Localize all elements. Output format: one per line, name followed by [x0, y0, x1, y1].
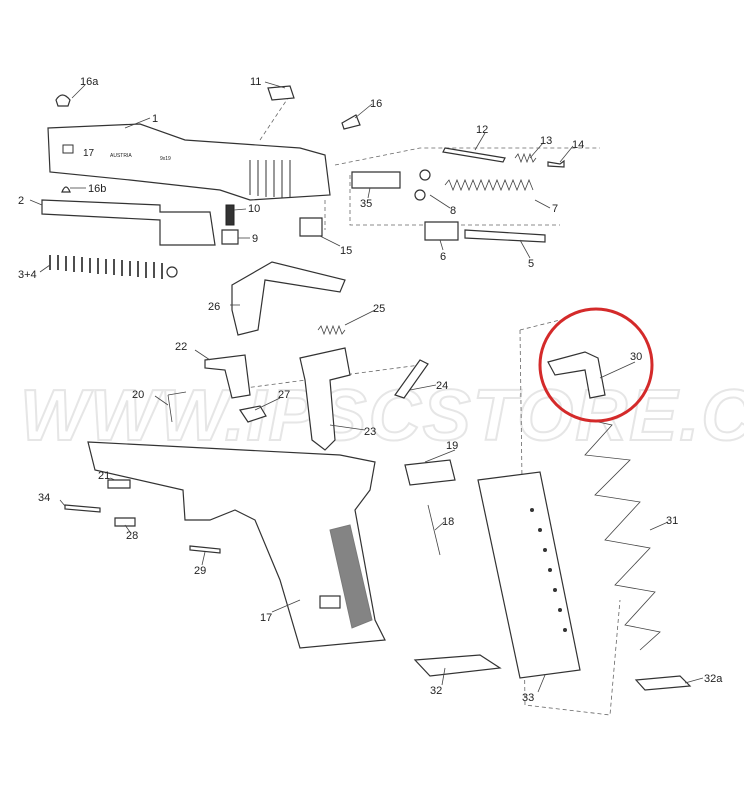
part-30 [547, 351, 606, 399]
part-labels: 16a 11 1 16 12 13 14 16b 10 8 7 35 2 9 1… [18, 76, 723, 704]
label-13: 13 [540, 135, 552, 147]
label-6: 6 [440, 251, 446, 263]
part-9 [221, 229, 239, 245]
part-14 [547, 159, 565, 168]
label-10: 10 [248, 203, 260, 215]
label-1: 1 [152, 113, 158, 125]
part-7 [444, 178, 534, 192]
label-17: 17 [260, 612, 272, 624]
label-20: 20 [132, 389, 144, 401]
part-6 [424, 221, 459, 241]
part-23 [299, 347, 351, 451]
leader-lines [29, 81, 704, 693]
part-25 [317, 324, 346, 336]
part-21 [107, 479, 131, 489]
part-13 [514, 152, 537, 164]
part-16a [55, 94, 71, 107]
part-slide: 17 AUSTRIA 9x19 [47, 123, 331, 201]
label-9: 9 [252, 233, 258, 245]
part-19 [404, 459, 456, 486]
frame-grip-texture [329, 524, 373, 629]
label-3-4: 3+4 [18, 269, 37, 281]
guide-lines [229, 94, 621, 716]
part-18 [427, 504, 441, 556]
part-28 [114, 517, 136, 527]
label-21: 21 [98, 470, 110, 482]
part-32 [413, 654, 502, 677]
part-20 [167, 391, 187, 423]
part-15 [299, 217, 323, 237]
label-32a: 32a [704, 673, 723, 685]
label-7: 7 [552, 203, 558, 215]
part-31-spring [579, 417, 661, 651]
part-16b [61, 186, 71, 193]
label-24: 24 [436, 380, 448, 392]
label-34: 34 [38, 492, 50, 504]
part-10 [225, 204, 235, 226]
slide-caliber-marking: 9x19 [160, 156, 171, 162]
label-11: 11 [250, 76, 261, 88]
watermark: WWW.IPSCSTORE.COM [20, 376, 744, 456]
label-22: 22 [175, 341, 187, 353]
slide-model-marking: 17 [83, 148, 95, 159]
label-19: 19 [446, 440, 458, 452]
label-26: 26 [208, 301, 220, 313]
part-11 [267, 85, 295, 101]
part-27 [239, 405, 267, 423]
part-12 [442, 147, 506, 163]
part-magazine [477, 471, 581, 679]
label-12: 12 [476, 124, 488, 136]
part-32a [634, 675, 692, 691]
part-barrel [41, 199, 216, 246]
part-8 [414, 169, 431, 201]
label-31: 31 [666, 515, 678, 527]
label-18: 18 [442, 516, 454, 528]
label-14: 14 [572, 139, 584, 151]
label-33: 33 [522, 692, 534, 704]
highlight-circle [538, 307, 654, 423]
part-22 [204, 354, 251, 399]
label-16: 16 [370, 98, 382, 110]
label-5: 5 [528, 258, 534, 270]
part-frame [87, 441, 386, 649]
label-23: 23 [364, 426, 376, 438]
label-16a: 16a [80, 76, 99, 88]
part-26 [231, 261, 346, 336]
slide-country-marking: AUSTRIA [110, 153, 132, 159]
part-recoil-spring [49, 255, 163, 279]
label-25: 25 [373, 303, 385, 315]
part-34 [64, 504, 101, 513]
label-16b: 16b [88, 183, 106, 195]
part-5 [464, 229, 546, 243]
label-32: 32 [430, 685, 442, 697]
label-2: 2 [18, 195, 24, 207]
part-16 [341, 114, 361, 130]
part-24 [394, 359, 429, 399]
label-35: 35 [360, 198, 372, 210]
part-29 [189, 545, 221, 554]
label-30: 30 [630, 351, 642, 363]
label-15: 15 [340, 245, 352, 257]
label-29: 29 [194, 565, 206, 577]
label-28: 28 [126, 530, 138, 542]
part-35 [351, 171, 401, 189]
label-8: 8 [450, 205, 456, 217]
label-27: 27 [278, 389, 290, 401]
magazine-witness-holes [530, 508, 567, 632]
